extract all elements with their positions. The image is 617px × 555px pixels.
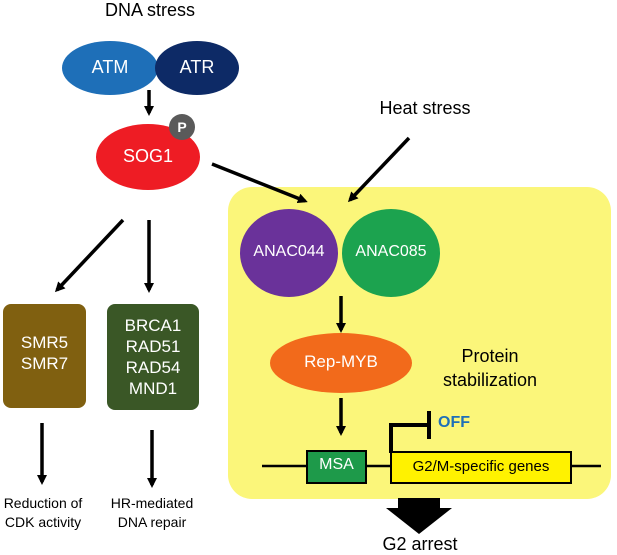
phospho-badge (169, 114, 195, 140)
smr5-label: SMR5 (20, 333, 69, 352)
g2-arrest-arrow (386, 498, 452, 534)
smr-box (3, 304, 86, 408)
atr-label: ATR (179, 57, 215, 77)
anac044-label: ANAC044 (253, 243, 325, 260)
anac085-label: ANAC085 (355, 243, 427, 260)
cdk-line1: Reduction of (3, 495, 83, 511)
arrow-sog1-to-smr (54, 218, 125, 293)
genes-label: G2/M-specific genes (412, 458, 550, 475)
hr-line1: HR-mediated (110, 495, 194, 511)
sog1-label: SOG1 (122, 146, 174, 166)
transcription-start-arrow (389, 423, 428, 453)
repair-box (107, 304, 199, 410)
rad51-label: RAD51 (125, 337, 181, 356)
protein-stabilization-label: Protein stabilization (415, 344, 565, 392)
atm-node (62, 41, 158, 95)
brca1-label: BRCA1 (124, 316, 182, 335)
anac044-node (240, 209, 338, 297)
cdk-line2: CDK activity (4, 514, 82, 530)
sog1-node (96, 124, 200, 190)
dna-stress-label: DNA stress (104, 0, 196, 20)
g2-arrest-label: G2 arrest (382, 534, 458, 554)
msa-box (306, 450, 367, 484)
heat-stress-label: Heat stress (379, 98, 471, 118)
genes-box (390, 451, 572, 484)
smr7-label: SMR7 (20, 354, 69, 373)
anac085-node (342, 209, 440, 297)
rep-myb-label: Rep-MYB (304, 352, 378, 371)
stabilization-line: stabilization (442, 370, 538, 390)
arrow-sog1-to-nac (211, 162, 308, 204)
off-label: OFF (438, 414, 470, 431)
msa-label: MSA (319, 456, 354, 473)
cdk-outcome-label: Reduction of CDK activity (0, 494, 86, 532)
arrow-heat-to-nac (347, 136, 411, 203)
rep-myb-node (270, 333, 412, 393)
protein-line: Protein (461, 346, 519, 366)
rad54-label: RAD54 (125, 358, 181, 377)
atm-label: ATM (91, 57, 129, 77)
hr-line2: DNA repair (117, 514, 187, 530)
phospho-label: P (177, 119, 187, 135)
atr-node (155, 41, 239, 95)
mnd1-label: MND1 (128, 379, 178, 398)
hr-outcome-label: HR-mediated DNA repair (100, 494, 204, 532)
smr-text: SMR5 SMR7 (3, 332, 86, 374)
repair-text: BRCA1 RAD51 RAD54 MND1 (107, 315, 199, 399)
